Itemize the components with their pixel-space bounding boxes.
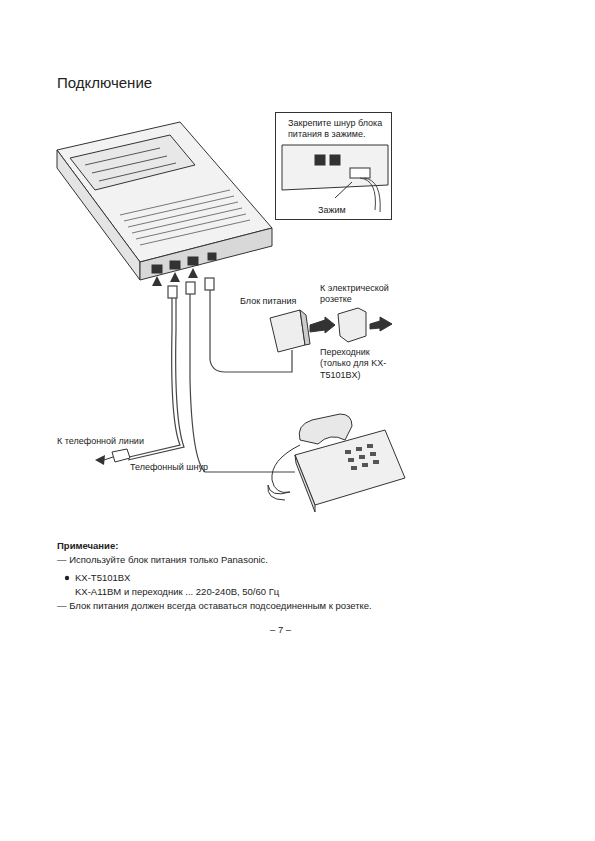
page-title: Подключение: [57, 74, 357, 93]
line-plug: [112, 449, 130, 462]
part-label: Переходник (только для KX-T5101BX): [320, 347, 398, 381]
phone-side: [295, 455, 315, 512]
cords: [125, 278, 295, 472]
handset-cord: [268, 445, 300, 500]
phone-keys: [345, 444, 379, 470]
arrow: [370, 317, 392, 331]
inset-box: Закрепите шнур блока питания в зажиме. За…: [275, 112, 392, 220]
model-name: KX-T5101BX: [75, 572, 275, 584]
note-heading: Примечание:: [57, 540, 257, 552]
plug-adapter: [338, 308, 366, 342]
bullet: [65, 576, 69, 580]
inset-drawing: [282, 145, 388, 212]
jacks: [152, 253, 216, 273]
part-label: Зажим: [318, 205, 378, 216]
direction-arrow-line: [104, 457, 113, 460]
note-text: KX-A11BM и переходник ... 220-240В, 50/6…: [75, 586, 475, 598]
power-supply: [270, 310, 305, 352]
page-number: – 7 –: [270, 624, 330, 636]
speaker-grille: [120, 190, 250, 245]
power-supply-side: [300, 310, 310, 345]
part-label: К телефонной линии: [57, 436, 177, 447]
control-panel: [70, 135, 195, 190]
instruction-text: Закрепите шнур блока питания в зажиме.: [288, 118, 388, 141]
panel-buttons: [85, 148, 176, 181]
note-text: — Блок питания должен всегда оставаться …: [57, 600, 557, 612]
part-label: К электрической розетке: [320, 283, 400, 306]
machine-front: [140, 228, 272, 280]
arrow: [310, 317, 335, 333]
part-label: Телефонный шнур: [130, 462, 240, 473]
phone-handset: [299, 414, 352, 444]
part-label: Блок питания: [240, 296, 310, 307]
note-text: — Используйте блок питания только Panaso…: [57, 554, 537, 566]
direction-arrow: [95, 455, 105, 465]
